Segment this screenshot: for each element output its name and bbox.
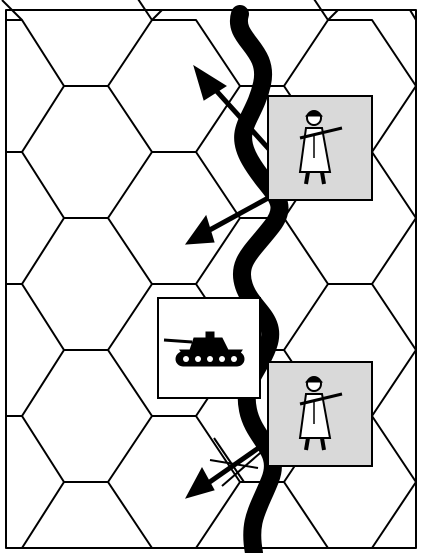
river: [239, 14, 280, 553]
counter-infantry-2[interactable]: [268, 362, 372, 466]
counter-tank-1[interactable]: [158, 298, 260, 398]
counter-infantry-1[interactable]: [268, 96, 372, 200]
